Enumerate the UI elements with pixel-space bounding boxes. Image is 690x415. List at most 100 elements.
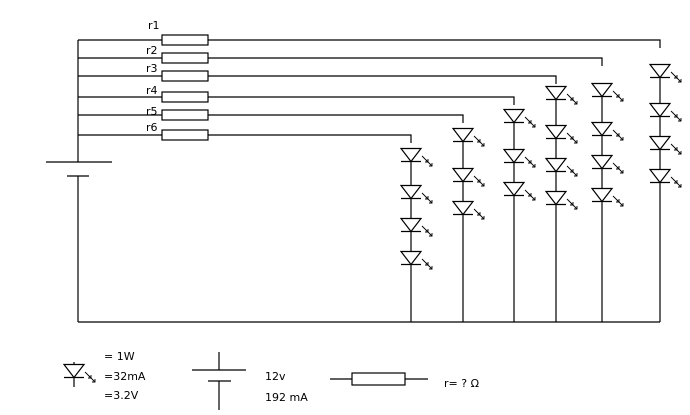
emission-arrow-head	[429, 163, 433, 167]
legend-led-symbol	[62, 362, 96, 387]
emission-arrow-head	[620, 203, 624, 207]
emission-arrow-head	[532, 197, 536, 201]
led-emission-arrows	[473, 135, 485, 147]
emission-arrow-shaft	[425, 262, 433, 270]
resistor-label-r5: r5	[146, 105, 158, 118]
emission-arrow-head	[532, 124, 536, 128]
led-triangle	[399, 184, 423, 200]
led-r3-1	[544, 85, 578, 105]
emission-arrow-shaft	[425, 196, 433, 204]
emission-arrow-head	[574, 173, 578, 177]
led-r3-2	[544, 124, 578, 144]
led-r3-3	[544, 157, 578, 177]
rail-wire-r3-right	[208, 75, 557, 84]
rail-wire-r2-right	[208, 57, 603, 66]
emission-arrow-shaft	[570, 202, 578, 210]
emission-arrow-shaft	[528, 160, 536, 168]
legend-resistor-value: r= ? Ω	[444, 377, 479, 390]
led-emission-arrows	[473, 208, 485, 220]
emission-arrow-shaft	[528, 193, 536, 201]
led-r1-2	[648, 102, 682, 122]
emission-arrow-head	[92, 379, 96, 383]
resistor-r1	[161, 34, 209, 46]
led-triangle	[648, 135, 672, 151]
led-triangle	[399, 250, 423, 266]
legend-supply-current: 192 mA	[265, 391, 308, 404]
rail-wire-r4-right	[208, 96, 515, 105]
led-r6-1	[399, 147, 433, 167]
emission-arrow-shaft	[616, 94, 624, 102]
resistor-label-r1: r1	[148, 19, 160, 32]
led-triangle	[544, 157, 568, 173]
led-r5-2	[451, 167, 485, 187]
led-r1-4	[648, 168, 682, 188]
emission-arrow-shaft	[477, 179, 485, 187]
emission-arrow-shaft	[674, 147, 682, 155]
led-r6-4	[399, 250, 433, 270]
legend-resistor-symbol	[330, 372, 428, 386]
emission-arrow-head	[429, 233, 433, 237]
led-r2-1	[590, 82, 624, 102]
emission-arrow-shaft	[570, 136, 578, 144]
emission-arrow-head	[532, 164, 536, 168]
resistor-r6	[161, 129, 209, 141]
led-triangle	[451, 200, 475, 216]
rail-wire-r5-right	[208, 114, 464, 123]
resistor-label-r6: r6	[146, 121, 158, 134]
led-triangle	[502, 181, 526, 197]
led-emission-arrows	[612, 90, 624, 102]
led-triangle	[544, 124, 568, 140]
emission-arrow-head	[678, 151, 682, 155]
led-triangle	[544, 190, 568, 206]
led-emission-arrows	[421, 155, 433, 167]
led-emission-arrows	[566, 93, 578, 105]
led-triangle	[502, 148, 526, 164]
resistor-r5	[161, 109, 209, 121]
legend-supply-voltage: 12v	[265, 370, 286, 383]
rail-wire-r1-right	[208, 39, 661, 48]
emission-arrow-head	[574, 140, 578, 144]
led-emission-arrows	[84, 371, 96, 383]
emission-arrow-shaft	[674, 180, 682, 188]
led-triangle	[399, 147, 423, 163]
led-emission-arrows	[524, 156, 536, 168]
led-emission-arrows	[670, 176, 682, 188]
emission-arrow-head	[481, 183, 485, 187]
emission-arrow-shaft	[477, 212, 485, 220]
led-triangle	[590, 82, 614, 98]
led-r1-1	[648, 63, 682, 83]
led-emission-arrows	[670, 71, 682, 83]
led-triangle	[590, 154, 614, 170]
emission-arrow-head	[678, 184, 682, 188]
emission-arrow-shaft	[88, 375, 96, 383]
led-triangle	[648, 168, 672, 184]
emission-arrow-shaft	[616, 133, 624, 141]
led-r2-3	[590, 154, 624, 174]
led-triangle	[648, 102, 672, 118]
led-triangle	[544, 85, 568, 101]
led-r4-2	[502, 148, 536, 168]
led-emission-arrows	[524, 189, 536, 201]
emission-arrow-shaft	[570, 97, 578, 105]
led-triangle	[590, 121, 614, 137]
emission-arrow-head	[481, 216, 485, 220]
led-r6-3	[399, 217, 433, 237]
led-triangle	[399, 217, 423, 233]
emission-arrow-head	[429, 200, 433, 204]
led-r2-2	[590, 121, 624, 141]
led-emission-arrows	[566, 198, 578, 210]
led-emission-arrows	[566, 165, 578, 177]
led-triangle	[648, 63, 672, 79]
led-emission-arrows	[421, 258, 433, 270]
led-emission-arrows	[421, 192, 433, 204]
led-emission-arrows	[421, 225, 433, 237]
legend-led-power: = 1W	[104, 350, 135, 363]
rail-wire-r6-right	[208, 134, 412, 143]
resistor-r4	[161, 91, 209, 103]
led-r2-4	[590, 187, 624, 207]
emission-arrow-shaft	[477, 139, 485, 147]
emission-arrow-shaft	[616, 199, 624, 207]
resistor-label-r2: r2	[146, 44, 158, 57]
resistor-r2	[161, 52, 209, 64]
